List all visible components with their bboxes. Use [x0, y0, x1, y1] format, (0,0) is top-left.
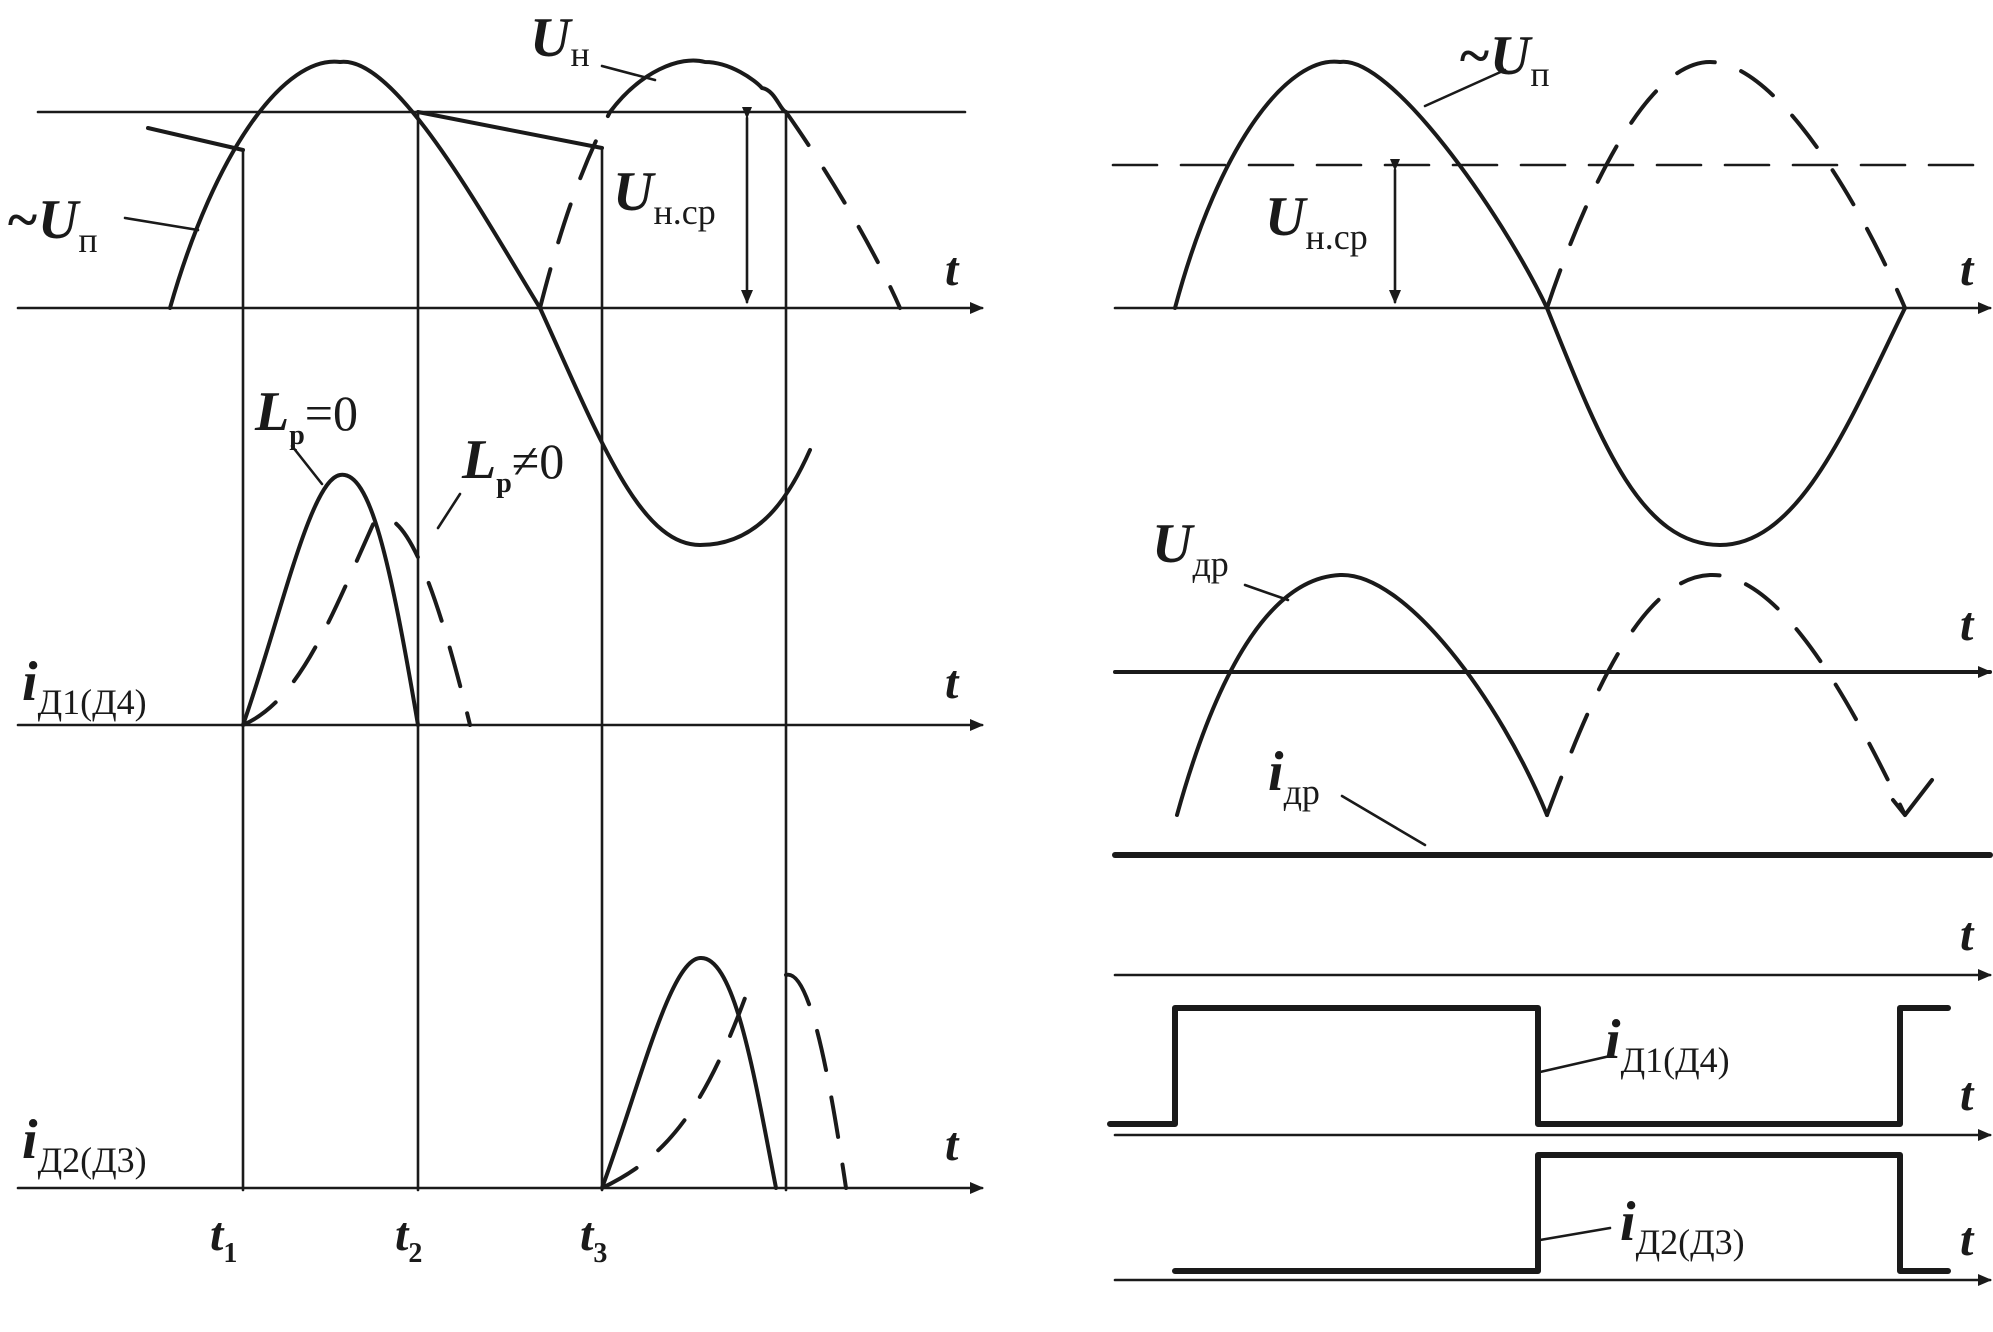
id1-pulse-lpn	[241, 515, 472, 727]
left-load-ripple-2	[416, 110, 604, 150]
id2-square-wave	[1172, 1152, 1951, 1274]
right-supply-wave	[1173, 59, 1907, 547]
t1-label: t1	[210, 1208, 237, 1269]
un-leader	[600, 64, 657, 82]
lp0-leader	[290, 444, 324, 486]
unsr-left-label: Uн.ср	[613, 161, 716, 232]
id2-right-leader	[1538, 1226, 1612, 1242]
t-axis-label-r1: t	[1960, 243, 1975, 296]
udr-label: Uдр	[1152, 513, 1229, 584]
idr-leader	[1340, 794, 1427, 847]
t2-label: t2	[395, 1208, 422, 1269]
t-axis-label-2: t	[945, 656, 960, 709]
t-axis-label-1: t	[945, 243, 960, 296]
t-axis-label-r2: t	[1960, 598, 1975, 651]
unsr-right-label: Uн.ср	[1265, 186, 1368, 257]
udr-wave-dashed	[1545, 572, 1907, 817]
left-rectified-wave	[608, 58, 788, 114]
lpn-leader	[436, 492, 462, 530]
id1-right-label: iД1(Д4)	[1605, 1009, 1730, 1080]
idr-label: iдр	[1268, 741, 1320, 812]
id2-pulse-lpn	[600, 972, 848, 1190]
un-label: Uн	[530, 7, 590, 74]
t-axis-label-r4: t	[1960, 1068, 1975, 1121]
left-supply-wave	[168, 59, 812, 547]
lpn-label: Lр≠0	[461, 429, 564, 499]
id2-right-label: iД2(Д3)	[1620, 1191, 1745, 1262]
left-load-ripple	[146, 126, 245, 152]
t-axis-label-r5: t	[1960, 1213, 1975, 1266]
up-left-leader	[123, 216, 200, 232]
up-right-leader	[1423, 68, 1507, 108]
t-axis-label-3: t	[945, 1118, 960, 1171]
id2-pulse-lp0	[600, 955, 778, 1190]
udr-wave	[1175, 572, 1549, 817]
lp0-label: Lр=0	[254, 381, 358, 451]
id1-right-leader	[1538, 1054, 1612, 1074]
id1-pulse-lp0	[241, 472, 420, 727]
right-rectified-dashed	[1545, 60, 1907, 310]
udr-end-tick	[1891, 778, 1934, 817]
t3-label: t3	[580, 1208, 607, 1269]
t-axis-label-r3: t	[1960, 908, 1975, 961]
left-supply-dashed	[538, 110, 902, 310]
up-left-label: ~Uп	[6, 189, 98, 260]
id1-square-wave	[1107, 1005, 1951, 1127]
up-right-label: ~Uп	[1458, 25, 1550, 94]
id1-left-label: iД1(Д4)	[22, 651, 147, 722]
udr-leader	[1243, 583, 1290, 602]
id2-left-label: iД2(Д3)	[22, 1109, 147, 1180]
